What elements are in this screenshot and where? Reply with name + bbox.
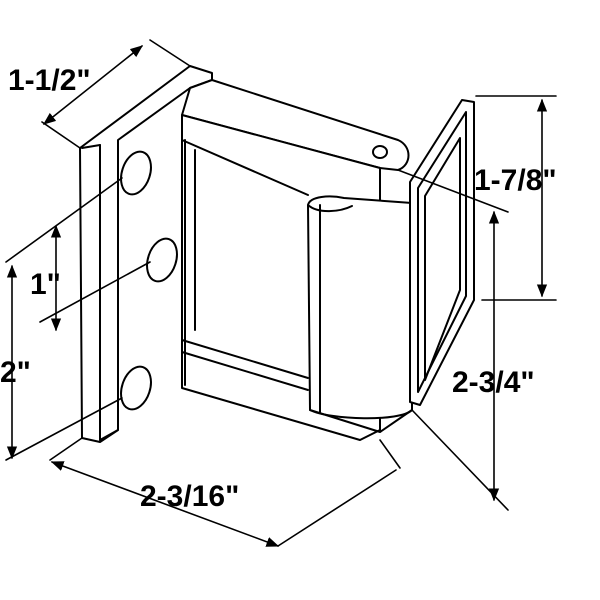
mounting-plate xyxy=(79,65,213,443)
hole-span-label: 2" xyxy=(0,356,31,389)
depth-label: 1-1/2" xyxy=(8,64,91,97)
swing-tab xyxy=(409,99,475,406)
hinge-body xyxy=(79,65,475,443)
knuckle xyxy=(307,195,413,420)
top-rail xyxy=(181,79,410,171)
width-label: 2-3/16" xyxy=(140,480,239,513)
pin-hole xyxy=(372,145,388,159)
width-dim-line xyxy=(50,461,280,547)
depth-dim-line xyxy=(42,45,144,125)
hole-spacing-label: 1" xyxy=(30,268,61,301)
mounting-hole-bottom xyxy=(120,365,152,411)
mounting-hole-middle xyxy=(146,237,178,283)
mounting-hole-top xyxy=(120,150,152,196)
total-height-label: 2-3/4" xyxy=(452,366,535,399)
tab-height-label: 1-7/8" xyxy=(474,164,557,197)
dimension-lines xyxy=(6,45,548,547)
